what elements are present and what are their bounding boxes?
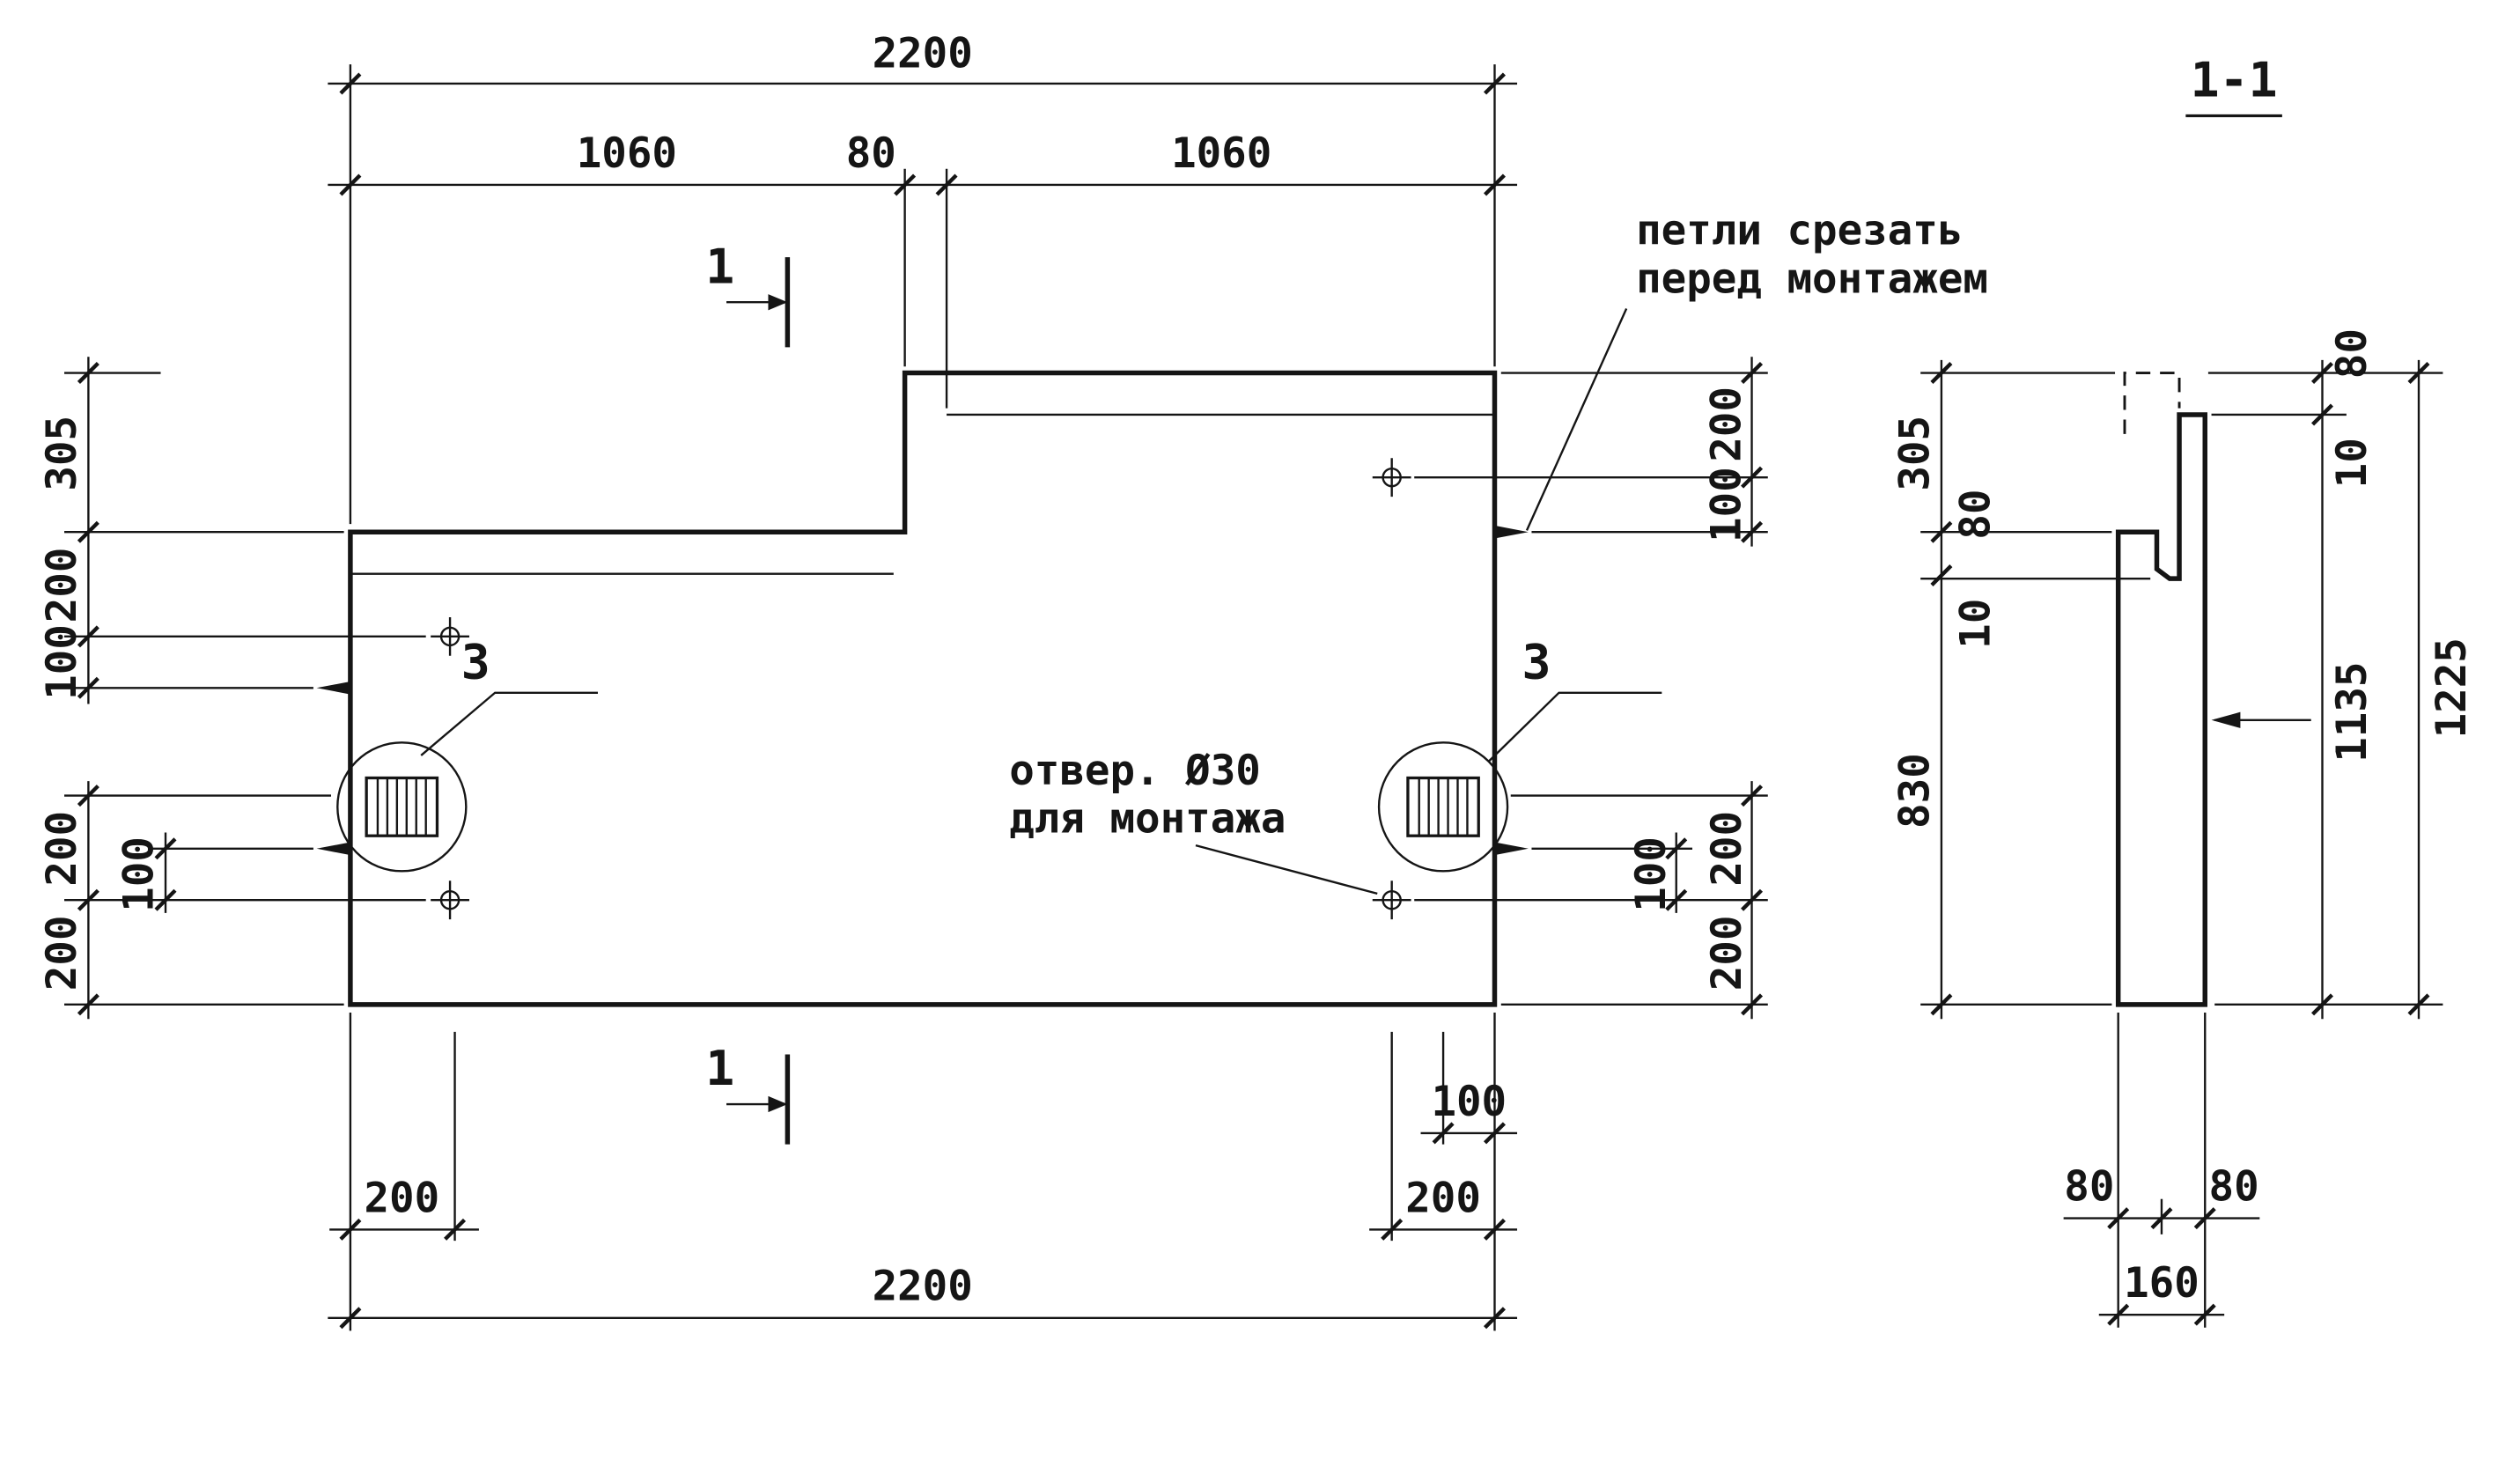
- dim-right-100: 100: [1703, 467, 1751, 542]
- detail-marker: 3: [461, 633, 490, 689]
- section-view: 1-1: [1890, 52, 2476, 1328]
- dim-bottom-100: 100: [1431, 1078, 1507, 1126]
- dim-bottom-total: 2200: [873, 1263, 973, 1311]
- section-title-group: 1-1: [2185, 52, 2282, 118]
- sec-dim-right-1135: 1135: [2328, 662, 2376, 763]
- dimension-ticks: [78, 74, 1761, 1328]
- dim-bottom-200-left: 200: [364, 1174, 439, 1222]
- sec-dim-left-305: 305: [1890, 416, 1939, 491]
- section-cut-marker-bottom: 1: [705, 1040, 791, 1145]
- note-loops-line1: петли срезать: [1636, 207, 1963, 255]
- sec-dim-right-80: 80: [2328, 328, 2376, 379]
- section-profile: [2115, 372, 2207, 1007]
- dim-right-bottom-200a: 200: [1703, 811, 1751, 887]
- lifting-loops: [316, 525, 1529, 856]
- dim-top-seg-left: 1060: [577, 129, 677, 178]
- sec-dim-left-80: 80: [1952, 490, 2001, 540]
- dim-left-bottom-200b: 200: [38, 916, 86, 991]
- sec-dim-left-10: 10: [1952, 599, 2001, 649]
- extension-lines: [64, 64, 1768, 1331]
- dim-bottom-200-right: 200: [1405, 1174, 1481, 1222]
- dim-left-bottom-200a: 200: [38, 811, 86, 887]
- sec-dim-right-1225: 1225: [2428, 637, 2476, 738]
- hole-crosshair: [1371, 457, 1412, 498]
- note-loops-line2: перед монтажем: [1636, 254, 1988, 303]
- panel-outline: [348, 370, 1498, 1007]
- note-hole: отвер. Ø30 для монтажа: [1009, 747, 1378, 895]
- elevation-view: 3 3 1 1 петли срезать перед монтажем отв…: [38, 30, 1988, 1331]
- dim-left-200: 200: [38, 548, 86, 623]
- note-loops: петли срезать перед монтажем: [1525, 207, 1988, 531]
- sec-dim-right-10: 10: [2328, 438, 2376, 488]
- sec-dim-bottom-80-left: 80: [2064, 1163, 2114, 1212]
- dim-right-bottom-200b: 200: [1703, 916, 1751, 991]
- detail-marker: 3: [1522, 633, 1551, 689]
- dim-top-total: 2200: [873, 30, 973, 78]
- dim-left-100: 100: [38, 624, 86, 700]
- dim-right-200: 200: [1703, 387, 1751, 462]
- note-hole-line1: отвер. Ø30: [1009, 747, 1261, 795]
- sec-dim-bottom-160: 160: [2124, 1259, 2199, 1308]
- dim-right-bottom-100: 100: [1627, 836, 1676, 912]
- section-title: 1-1: [2191, 52, 2278, 108]
- sec-dim-left-830: 830: [1890, 753, 1939, 829]
- mounting-holes: [429, 457, 1412, 921]
- section-cut-label: 1: [705, 1040, 734, 1096]
- dim-left-305: 305: [38, 416, 86, 491]
- hole-crosshair: [429, 880, 471, 921]
- loop-icon: [1494, 842, 1529, 856]
- section-cut-label: 1: [705, 238, 734, 294]
- loop-icon: [316, 842, 350, 856]
- loop-icon: [316, 681, 350, 695]
- section-extension-lines: [1920, 372, 2443, 1328]
- dim-left-bottom-100: 100: [114, 836, 163, 912]
- dimension-lines: [87, 82, 1753, 1319]
- section-cut-marker-top: 1: [705, 238, 791, 348]
- dim-top-seg-mid: 80: [846, 129, 896, 178]
- loop-icon: [1494, 525, 1529, 539]
- sec-dim-bottom-80-right: 80: [2209, 1163, 2259, 1212]
- note-hole-line2: для монтажа: [1009, 795, 1286, 844]
- dim-top-seg-right: 1060: [1171, 129, 1271, 178]
- detail-circles: 3 3: [336, 633, 1662, 873]
- section-face-arrow: [2211, 711, 2311, 728]
- hole-crosshair: [1371, 880, 1412, 921]
